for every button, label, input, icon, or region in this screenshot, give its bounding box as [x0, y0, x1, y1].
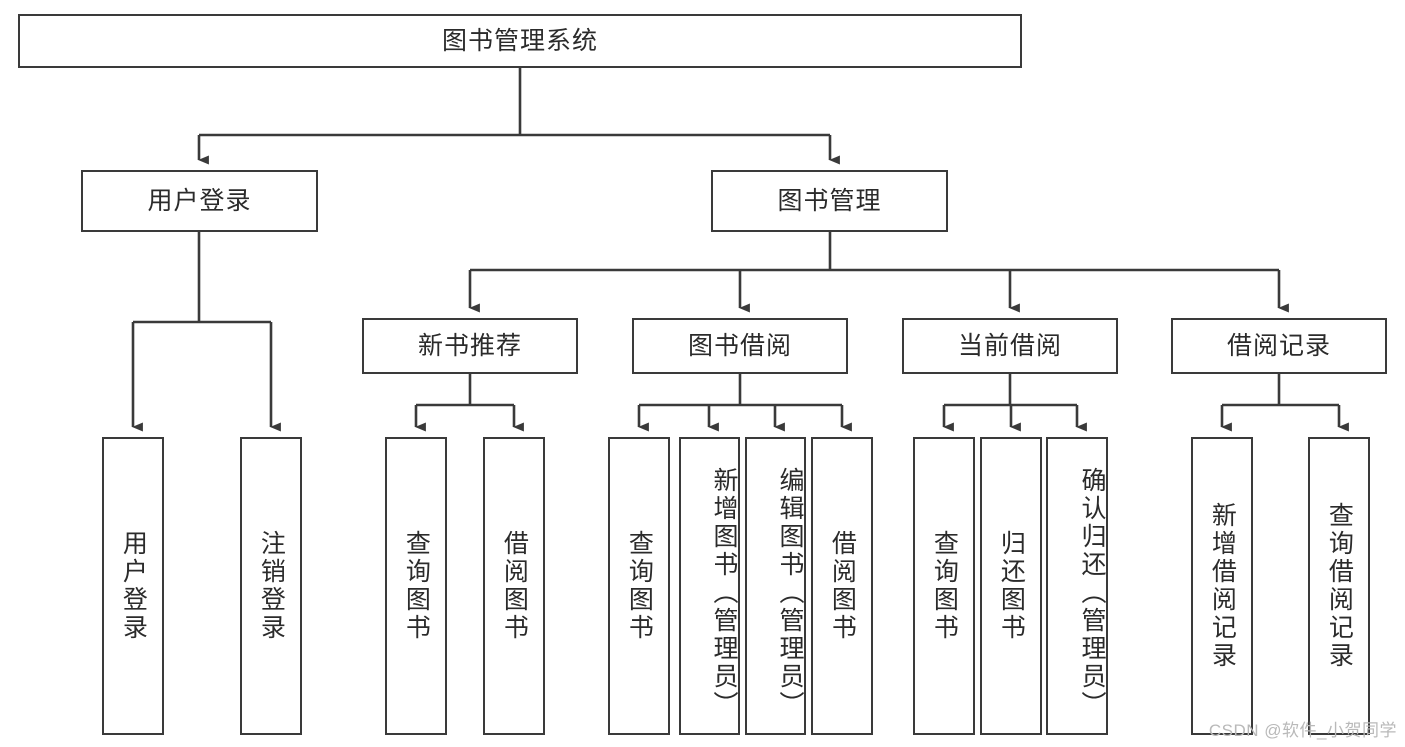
- node-borrow-record[interactable]: 借阅记录: [1171, 318, 1387, 374]
- node-borrow-record-label: 借阅记录: [1226, 331, 1331, 360]
- leaf-edit-book[interactable]: 编辑图书（管理员）: [745, 437, 806, 735]
- node-book-manage[interactable]: 图书管理: [711, 170, 948, 232]
- leaf-logout[interactable]: 注销登录: [240, 437, 302, 735]
- node-book-borrow-label: 图书借阅: [687, 331, 792, 360]
- leaf-borrow-book-rec[interactable]: 借阅图书: [483, 437, 545, 735]
- leaf-query-book-rec-label: 查询图书: [402, 530, 431, 642]
- leaf-query-record-label: 查询借阅记录: [1325, 502, 1354, 670]
- node-root[interactable]: 图书管理系统: [18, 14, 1022, 68]
- leaf-edit-book-label: 编辑图书（管理员）: [776, 467, 804, 719]
- leaf-return-book-label: 归还图书: [997, 530, 1026, 642]
- node-current-borrow-label: 当前借阅: [957, 331, 1062, 360]
- leaf-borrow-book-rec-label: 借阅图书: [500, 530, 529, 642]
- leaf-add-book-label: 新增图书（管理员）: [710, 467, 738, 719]
- leaf-add-record-label: 新增借阅记录: [1208, 502, 1237, 670]
- leaf-query-book-borrow-label: 查询图书: [625, 530, 654, 642]
- leaf-add-record[interactable]: 新增借阅记录: [1191, 437, 1253, 735]
- leaf-return-book[interactable]: 归还图书: [980, 437, 1042, 735]
- node-current-borrow[interactable]: 当前借阅: [902, 318, 1118, 374]
- leaf-logout-label: 注销登录: [257, 530, 286, 642]
- leaf-query-book-current[interactable]: 查询图书: [913, 437, 975, 735]
- leaf-user-login[interactable]: 用户登录: [102, 437, 164, 735]
- node-root-label: 图书管理系统: [441, 26, 598, 55]
- leaf-borrow-book-label: 借阅图书: [828, 530, 857, 642]
- node-new-book-rec[interactable]: 新书推荐: [362, 318, 578, 374]
- leaf-confirm-return-label: 确认归还（管理员）: [1078, 467, 1106, 719]
- node-user-login-label: 用户登录: [147, 186, 252, 215]
- node-new-book-rec-label: 新书推荐: [417, 331, 522, 360]
- csdn-watermark: CSDN @软件_小贺同学: [1208, 721, 1397, 740]
- leaf-query-book-current-label: 查询图书: [930, 530, 959, 642]
- leaf-query-book-rec[interactable]: 查询图书: [385, 437, 447, 735]
- leaf-query-record[interactable]: 查询借阅记录: [1308, 437, 1370, 735]
- node-book-borrow[interactable]: 图书借阅: [632, 318, 848, 374]
- leaf-query-book-borrow[interactable]: 查询图书: [608, 437, 670, 735]
- node-book-manage-label: 图书管理: [777, 186, 882, 215]
- leaf-borrow-book[interactable]: 借阅图书: [811, 437, 873, 735]
- node-user-login[interactable]: 用户登录: [81, 170, 318, 232]
- leaf-user-login-label: 用户登录: [119, 530, 148, 642]
- leaf-confirm-return[interactable]: 确认归还（管理员）: [1046, 437, 1108, 735]
- leaf-add-book[interactable]: 新增图书（管理员）: [679, 437, 740, 735]
